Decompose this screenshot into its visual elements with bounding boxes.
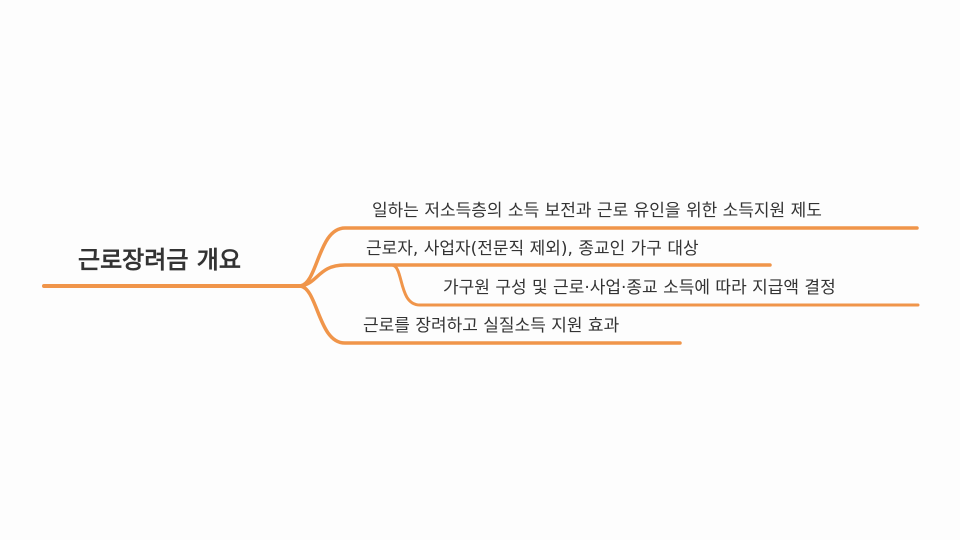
branch-label-3: 가구원 구성 및 근로·사업·종교 소득에 따라 지급액 결정 — [443, 278, 836, 298]
branch-label-4: 근로를 장려하고 실질소득 지원 효과 — [363, 316, 620, 336]
branch-connector-2 — [298, 263, 772, 288]
branch-label-2: 근로자, 사업자(전문직 제외), 종교인 가구 대상 — [366, 239, 699, 259]
branch-label-1: 일하는 저소득층의 소득 보전과 근로 유인을 위한 소득지원 제도 — [372, 201, 822, 221]
branch-connector-3 — [390, 263, 920, 307]
branch-connector-4 — [298, 284, 682, 345]
root-node-title: 근로장려금 개요 — [78, 246, 241, 274]
